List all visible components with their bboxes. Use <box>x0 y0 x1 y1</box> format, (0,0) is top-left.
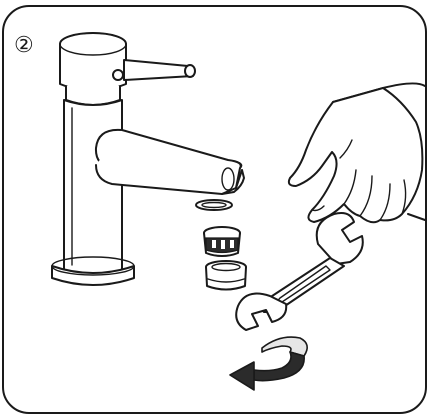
aerator-mesh <box>204 227 240 256</box>
washer-ring <box>196 200 232 210</box>
aerator-housing <box>206 261 246 290</box>
step-number: ② <box>14 33 34 58</box>
